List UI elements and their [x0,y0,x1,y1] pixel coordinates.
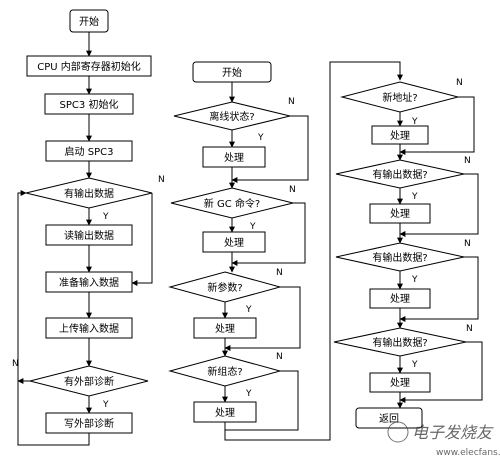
new-param-no-label: N [276,268,283,278]
prepare-input-label: 准备输入数据 [59,276,119,289]
new-gc-label: 新 GC 命令? [204,197,260,210]
has-output-3-no-label: N [466,324,473,334]
new-config-label: 新组态? [207,365,242,378]
ext-diag-no-label: N [12,359,19,369]
has-output-1-yes-label: Y [411,192,418,202]
has-output-1-label: 有输出数据? [372,168,427,181]
col3-process-3-label: 处理 [390,293,410,305]
offline-label: 离线状态? [209,110,254,123]
col3-process-4-label: 处理 [390,377,410,389]
process-2-label: 处理 [224,237,244,249]
has-output-label: 有输出数据 [64,187,114,200]
watermark-cn: 电子发烧友 [412,423,494,442]
process-1-box [202,146,266,168]
has-output-2-label: 有输出数据? [372,251,427,264]
spc3-start-label: 启动 SPC3 [65,145,114,158]
offline-no-label: N [288,97,295,107]
new-addr-yes-label: Y [411,117,418,127]
has-output-1-no-label: N [464,156,471,166]
read-output-label: 读输出数据 [64,229,114,242]
new-config-yes-label: Y [245,389,252,399]
offline-yes-label: Y [257,133,264,143]
process-1-label: 处理 [224,152,244,164]
new-gc-no-label: N [289,185,296,195]
cpu-init-label: CPU 内部寄存器初始化 [37,60,141,73]
has-output-no-label: N [158,175,165,185]
spc3-init-label: SPC3 初始化 [60,98,119,111]
isr-start-label: 开始 [222,66,242,79]
ext-diag-label: 有外部诊断 [64,375,114,388]
new-addr-label: 新地址? [382,91,417,104]
main-flow-column: 开始 CPU 内部寄存器初始化 SPC3 初始化 启动 SPC3 有输出数据 N… [12,9,165,446]
process-3-label: 处理 [215,323,235,335]
new-config-no-label: N [276,352,283,362]
has-output-2-yes-label: Y [411,275,418,285]
has-output-yes-label: Y [102,212,109,222]
process-2-box [202,231,266,253]
has-output-3-yes-label: Y [411,360,418,370]
new-gc-yes-label: Y [249,222,256,232]
new-addr-no-label: N [456,78,463,88]
watermark-emblem [387,421,409,443]
start-label: 开始 [79,15,99,28]
return-label: 返回 [379,413,399,425]
has-output-2-no-label: N [464,239,471,249]
col3-process-2-label: 处理 [390,208,410,220]
interrupt-flow-continued-column: 新地址? N Y 处理 有输出数据? N Y 处理 有输出数据? N Y 处理 … [333,78,483,429]
process-4-label: 处理 [215,407,235,419]
new-param-yes-label: Y [245,305,252,315]
has-output-3-label: 有输出数据? [372,336,427,349]
col3-process-1-label: 处理 [390,130,410,142]
watermark-url: www.elecfans.com [436,448,500,458]
new-param-label: 新参数? [207,281,242,294]
write-ext-diag-label: 写外部诊断 [64,417,114,430]
ext-diag-yes-label: Y [102,400,109,410]
upload-input-label: 上传输入数据 [59,322,119,335]
watermark-logo: 电子发烧友 www.elecfans.com [387,421,500,458]
interrupt-flow-column: 开始 离线状态? N Y 处理 新 GC 命令? N Y 处理 新参数? N Y… [168,61,403,441]
